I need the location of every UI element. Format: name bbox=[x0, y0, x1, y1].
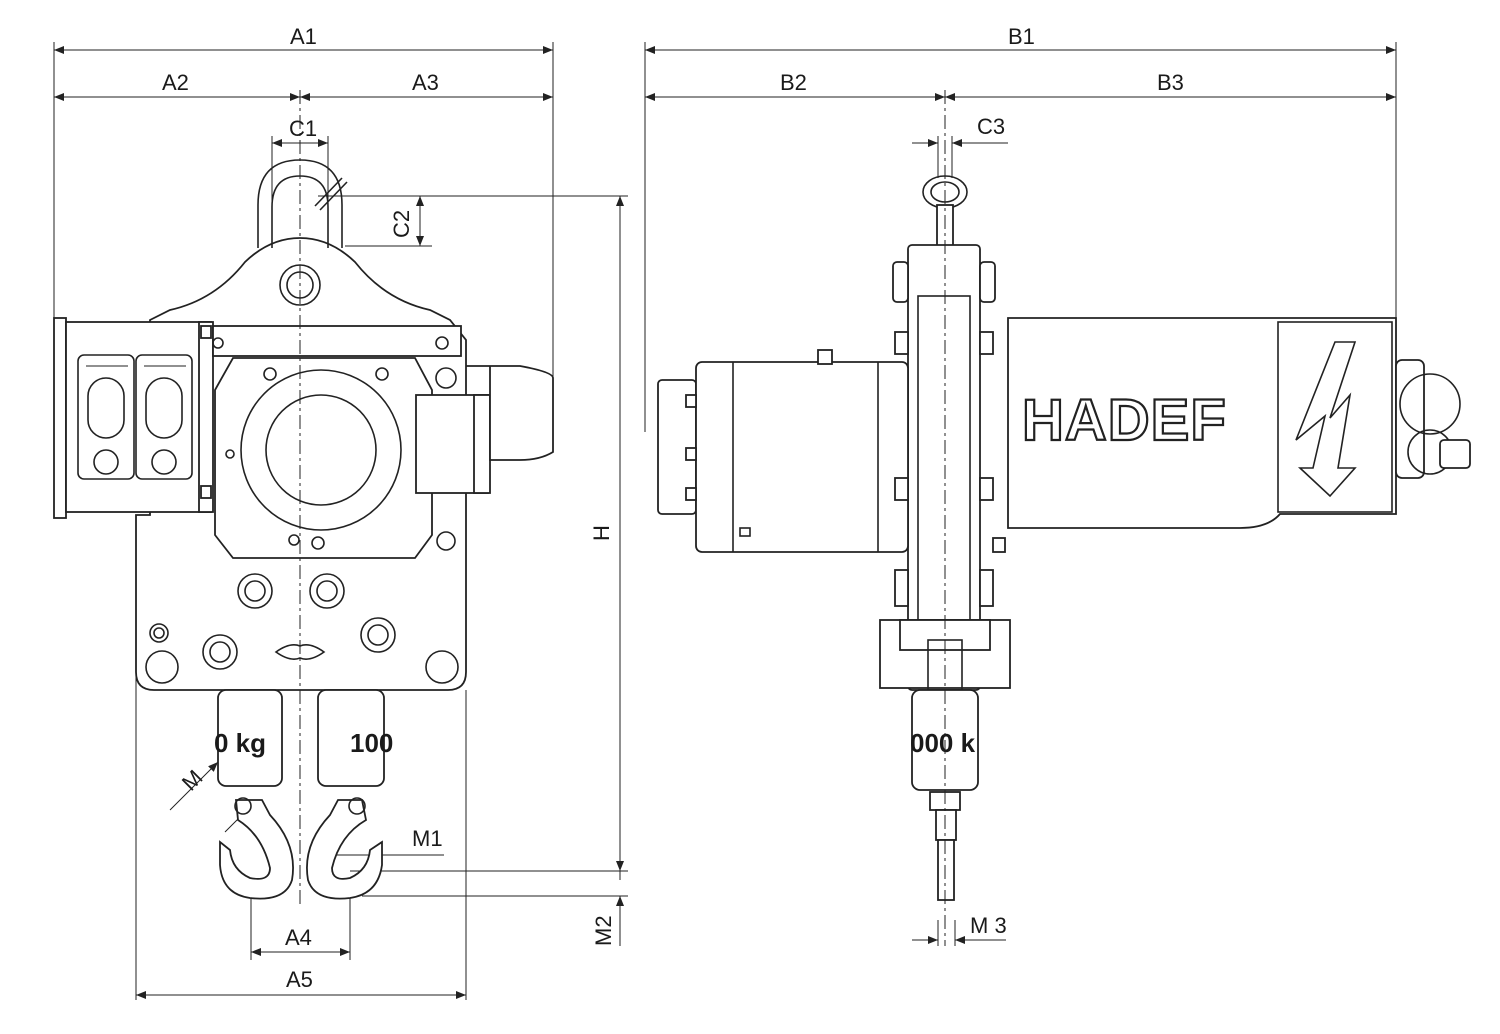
side-view: HADEF 000 k B1 B2 B3 C3 M 3 bbox=[644, 24, 1471, 946]
dim-a5-label: A5 bbox=[286, 967, 313, 992]
dim-m-label: M bbox=[177, 765, 208, 796]
dim-a3-label: A3 bbox=[412, 70, 439, 95]
dim-c3-label: C3 bbox=[977, 114, 1005, 139]
dim-c1-label: C1 bbox=[289, 116, 317, 141]
left-hook bbox=[219, 799, 294, 900]
control-box bbox=[53, 317, 214, 519]
dim-b2-label: B2 bbox=[780, 70, 807, 95]
dim-a4-label: A4 bbox=[285, 925, 312, 950]
brand-logo: HADEF bbox=[1022, 388, 1227, 453]
dim-a1-label: A1 bbox=[290, 24, 317, 49]
side-block-label: 000 k bbox=[910, 728, 976, 758]
dim-m3-label: M 3 bbox=[970, 913, 1007, 938]
dim-m1-label: M1 bbox=[412, 826, 443, 851]
dim-b1-label: B1 bbox=[1008, 24, 1035, 49]
dim-h-label: H bbox=[589, 525, 614, 541]
side-control-box: HADEF bbox=[1007, 317, 1471, 529]
lightning-bolt-icon bbox=[1295, 341, 1357, 498]
right-bottom-block: 100 bbox=[317, 689, 393, 787]
dim-a2-label: A2 bbox=[162, 70, 189, 95]
side-motor bbox=[657, 349, 909, 553]
dim-b3-label: B3 bbox=[1157, 70, 1184, 95]
right-block-label: 100 bbox=[350, 728, 393, 758]
dim-m2-label: M2 bbox=[591, 915, 616, 946]
right-hook bbox=[306, 799, 383, 900]
front-view: 0 kg 100 A1 A2 A3 C1 C2 H M M1 M2 A4 A5 bbox=[53, 24, 628, 1000]
left-block-label: 0 kg bbox=[214, 728, 266, 758]
front-dimension-lines bbox=[54, 46, 624, 999]
left-bottom-block: 0 kg bbox=[214, 689, 283, 787]
dim-c2-label: C2 bbox=[389, 210, 414, 238]
gearbox-housing bbox=[214, 357, 433, 559]
